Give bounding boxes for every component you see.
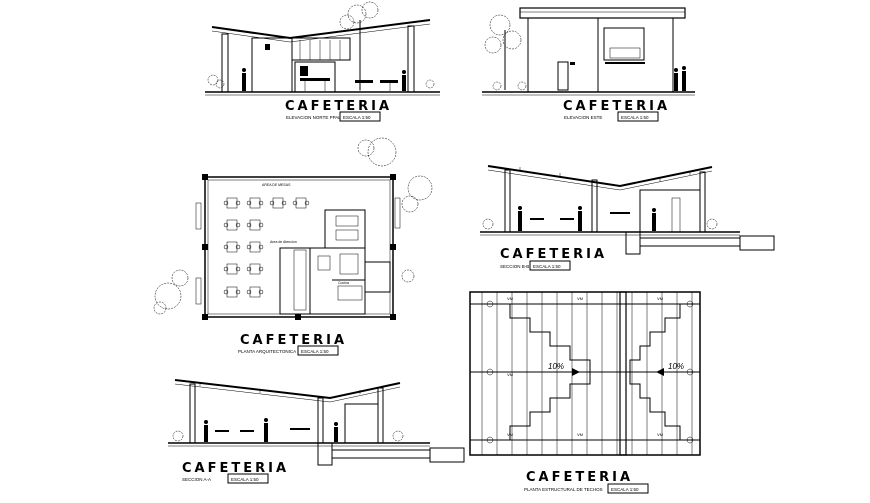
roof-plan-title: CAFETERIA bbox=[526, 470, 633, 485]
floor-plan-scale: ESCALA 1:50 bbox=[301, 349, 329, 354]
front-elevation-title: CAFETERIA bbox=[285, 99, 392, 114]
section-a-title: CAFETERIA bbox=[182, 461, 289, 476]
east-elevation-title: CAFETERIA bbox=[563, 99, 670, 114]
section-b-scale: ESCALA 1:50 bbox=[533, 264, 561, 269]
roof-plan-subtitle: PLANTA ESTRUCTURAL DE TECHOS bbox=[524, 487, 603, 492]
section-b-drawing: CAFETERIA SECCION B-B ESCALA 1:50 bbox=[480, 165, 775, 271]
east-elevation-drawing: CAFETERIA ELEVACION ESTE ESCALA 1:50 bbox=[482, 7, 695, 122]
beam-tag: VM bbox=[507, 432, 513, 437]
east-elevation-scale: ESCALA 1:50 bbox=[621, 115, 649, 120]
room-label-hall: AREA DE MESAS bbox=[262, 183, 291, 187]
section-b-title: CAFETERIA bbox=[500, 247, 607, 262]
room-label-service: Area de Atencion bbox=[270, 240, 297, 244]
front-elevation-drawing: CAFETERIA ELEVACION NORTE PPAL ESCALA 1:… bbox=[205, 1, 440, 122]
front-elevation-scale: ESCALA 1:50 bbox=[343, 115, 371, 120]
floor-plan-drawing: AREA DE MESAS Cocina Area de Atencion CA… bbox=[153, 137, 433, 356]
beam-tag: VM bbox=[507, 296, 513, 301]
east-elevation-subtitle: ELEVACION ESTE bbox=[564, 115, 602, 120]
beam-tag: VM bbox=[577, 432, 583, 437]
floor-plan-title: CAFETERIA bbox=[240, 333, 347, 348]
roof-slope-right: 10% bbox=[668, 362, 684, 371]
beam-tag: VM bbox=[507, 372, 513, 377]
roof-plan-drawing: 10% 10% VM VM VM VM VM VM VM CAFETERIA P… bbox=[469, 291, 701, 494]
beam-tag: VM bbox=[577, 296, 583, 301]
front-elevation-subtitle: ELEVACION NORTE PPAL bbox=[286, 115, 341, 120]
beam-tag: VM bbox=[657, 432, 663, 437]
roof-plan-scale: ESCALA 1:50 bbox=[611, 487, 639, 492]
section-a-subtitle: SECCION A-A bbox=[182, 477, 211, 482]
section-a-scale: ESCALA 1:50 bbox=[231, 477, 259, 482]
floor-plan-subtitle: PLANTA ARQUITECTONICA bbox=[238, 349, 296, 354]
beam-tag: VM bbox=[657, 296, 663, 301]
room-label-kitchen: Cocina bbox=[338, 281, 349, 285]
section-a-drawing: CAFETERIA SECCION A-A ESCALA 1:50 bbox=[168, 379, 465, 484]
section-b-subtitle: SECCION B-B bbox=[500, 264, 529, 269]
roof-slope-left: 10% bbox=[548, 362, 564, 371]
dining-tables bbox=[223, 197, 310, 298]
